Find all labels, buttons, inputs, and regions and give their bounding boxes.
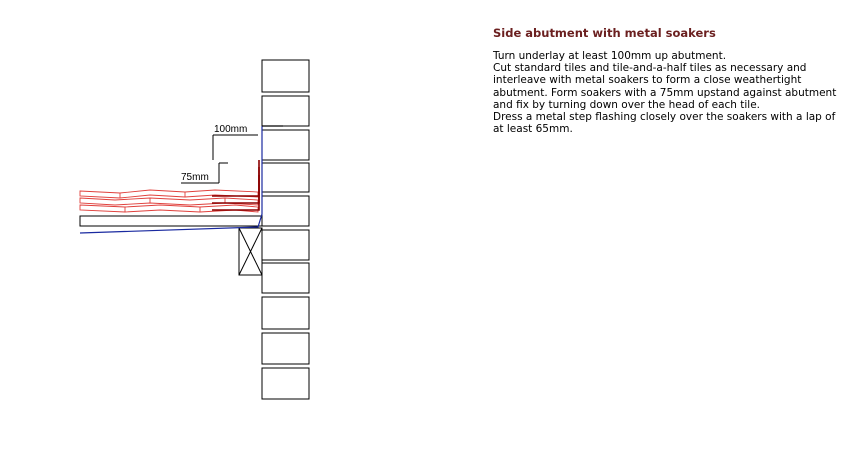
roof-board (79, 215, 263, 227)
abutment-wall (261, 59, 310, 400)
section-title: Side abutment with metal soakers (493, 26, 716, 40)
description-paragraph: Dress a metal step flashing closely over… (493, 111, 836, 136)
dimension-75mm-label: 75mm (181, 172, 209, 183)
tile-course (79, 197, 259, 206)
dimension-100mm (212, 134, 258, 160)
wall-brick (261, 332, 310, 365)
timber-block (238, 227, 263, 276)
wall-brick (261, 367, 310, 400)
wall-brick (261, 59, 310, 93)
roof-tiles (79, 189, 259, 213)
wall-brick (261, 262, 310, 294)
description-text: Turn underlay at least 100mm up abutment… (493, 50, 838, 135)
soaker (212, 175, 260, 211)
metal-soakers (212, 160, 260, 211)
wall-brick (261, 296, 310, 330)
wall-brick (261, 129, 310, 161)
wall-brick (261, 162, 310, 193)
wall-brick (261, 229, 310, 261)
description-paragraph: Turn underlay at least 100mm up abutment… (493, 50, 727, 62)
underlay (79, 126, 263, 234)
description-panel: Side abutment with metal soakers Turn un… (493, 26, 838, 135)
tile-course (79, 204, 259, 213)
dimension-100mm-label: 100mm (214, 124, 247, 135)
wall-brick (261, 95, 310, 127)
dimension-75mm (181, 162, 228, 184)
description-paragraph: Cut standard tiles and tile-and-a-half t… (493, 62, 837, 111)
wall-brick (261, 195, 310, 227)
